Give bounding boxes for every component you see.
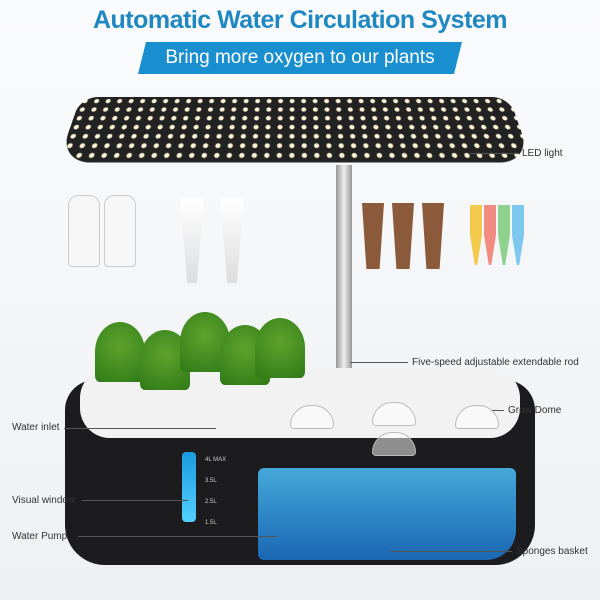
plant-label-tag — [484, 205, 496, 265]
grow-dome — [455, 405, 499, 429]
visual-window — [182, 452, 196, 522]
sponge-pod — [392, 203, 414, 269]
plant-food-bottle-b — [104, 195, 136, 267]
grow-dome — [290, 405, 334, 429]
callout-line — [82, 500, 188, 501]
scale-mark: 1.5L — [205, 520, 217, 526]
label-water-inlet: Water inlet — [12, 422, 60, 433]
sponge-pod — [422, 203, 444, 269]
label-sponges-basket: Sponges basket — [516, 546, 588, 557]
plant-label-tag — [498, 205, 510, 265]
callout-line — [78, 536, 278, 537]
label-grow-dome: Grow Dome — [508, 405, 562, 416]
plant-label-tag — [512, 205, 524, 265]
callout-line — [492, 410, 504, 411]
scale-mark: 2.5L — [205, 499, 217, 505]
water-tank — [258, 468, 516, 560]
extendable-rod — [336, 165, 352, 390]
grow-basket-stack — [180, 198, 204, 283]
subtitle-banner: Bring more oxygen to our plants — [138, 42, 462, 74]
plant-label-tag — [470, 205, 482, 265]
callout-line — [350, 362, 408, 363]
label-water-pump: Water Pump — [12, 531, 68, 542]
plant-food-bottle-a — [68, 195, 100, 267]
callout-line — [64, 428, 216, 429]
scale-mark: 4L MAX — [205, 457, 227, 463]
grow-basket-stack — [220, 198, 244, 283]
water-level-scale: 4L MAX 3.5L 2.5L 1.5L — [205, 455, 226, 529]
plant — [255, 318, 305, 378]
led-light-panel — [57, 96, 533, 163]
grow-dome — [372, 432, 416, 456]
subtitle: Bring more oxygen to our plants — [165, 47, 435, 68]
label-visual-window: Visual window — [12, 495, 76, 506]
label-rod: Five-speed adjustable extendable rod — [412, 357, 579, 368]
sponge-pod — [362, 203, 384, 269]
scale-mark: 3.5L — [205, 478, 217, 484]
label-led-light: LED light — [522, 148, 563, 159]
callout-line — [390, 551, 512, 552]
page-title: Automatic Water Circulation System — [92, 6, 508, 34]
callout-line — [470, 153, 518, 154]
plant — [95, 322, 145, 382]
